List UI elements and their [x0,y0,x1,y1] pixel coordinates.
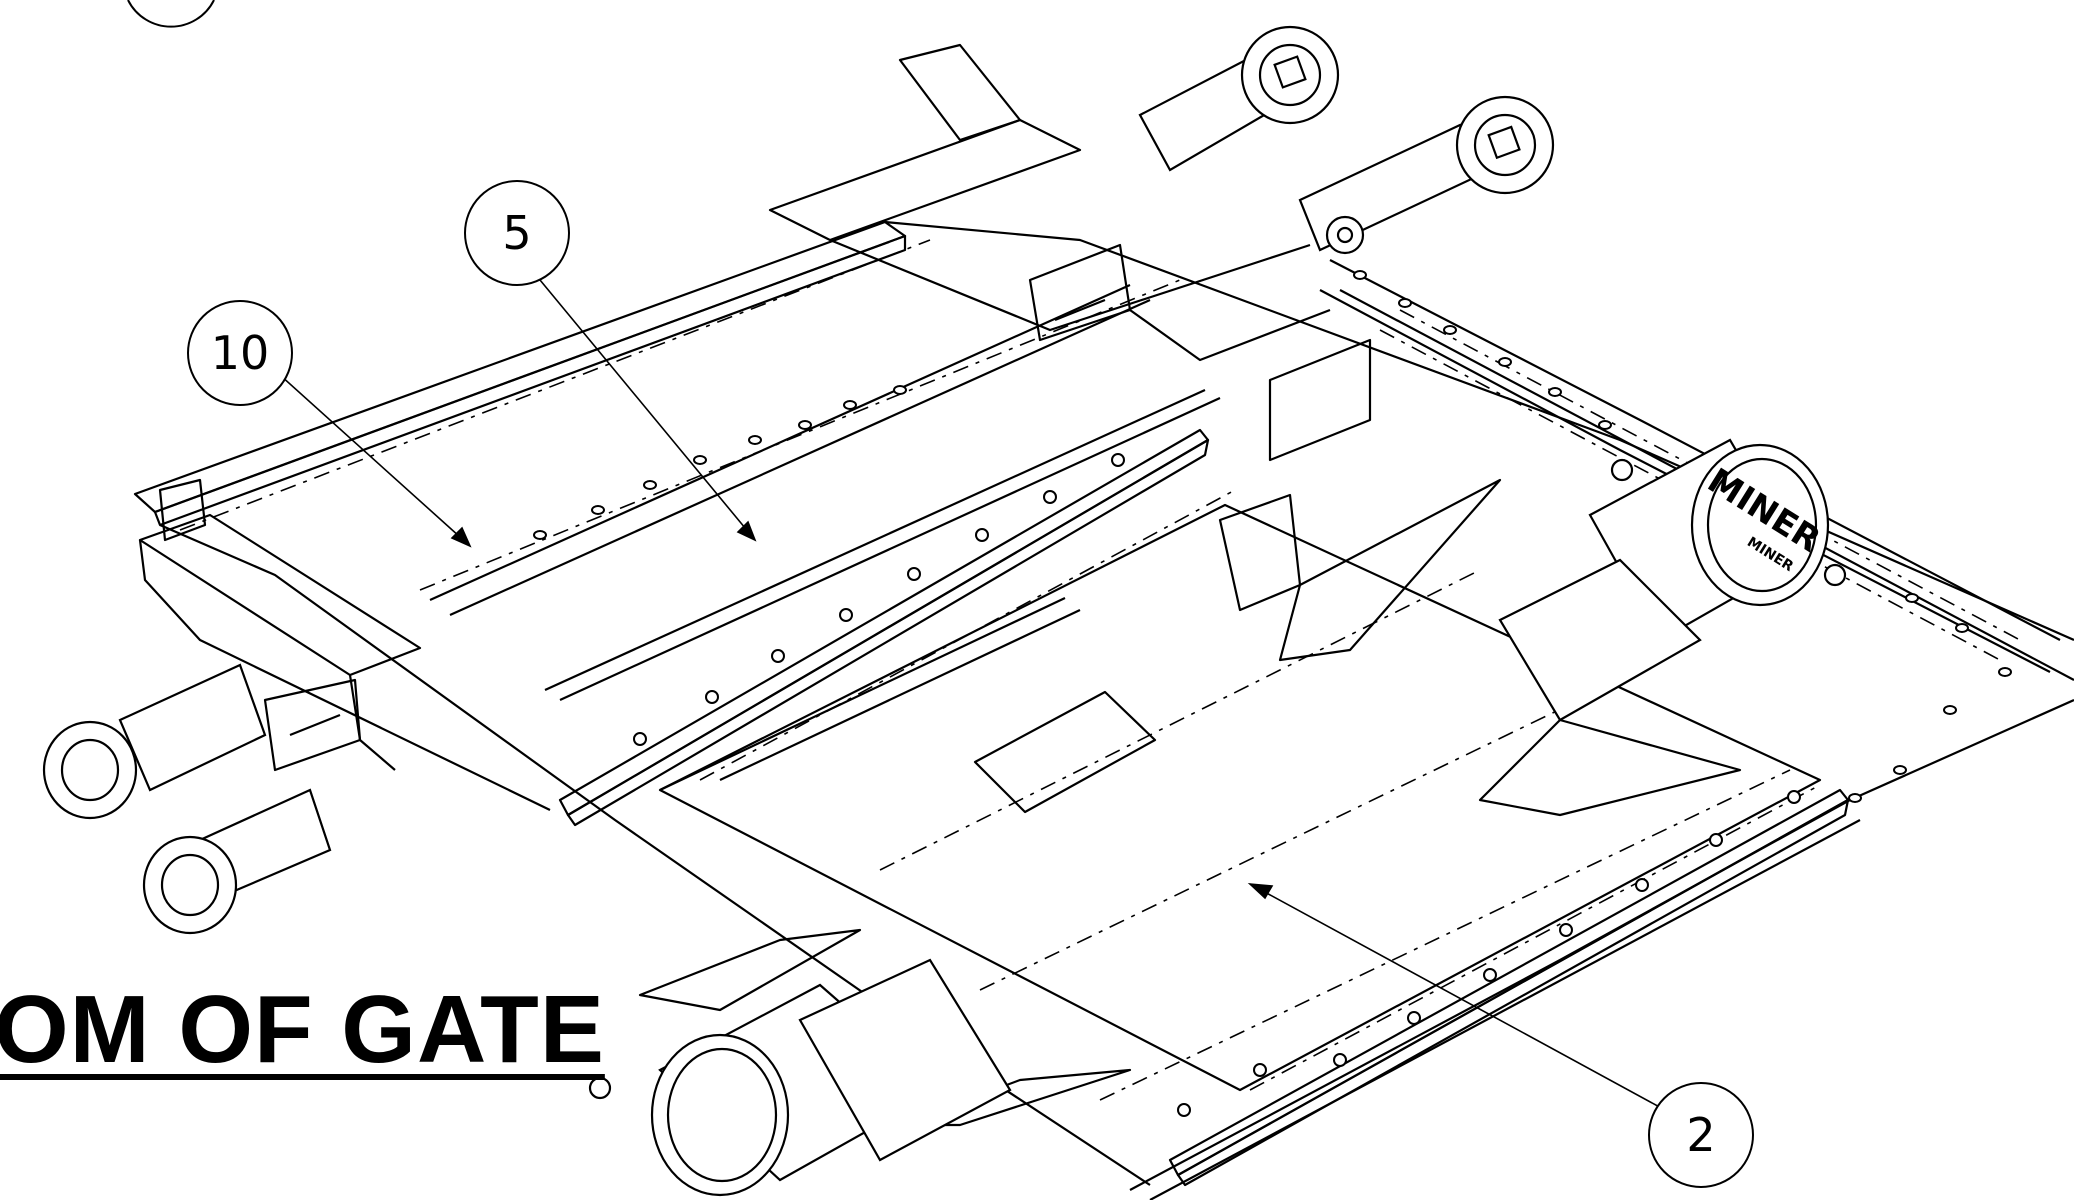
view-caption: OM OF GATE [0,976,605,1083]
svg-text:2: 2 [1686,1108,1715,1162]
balloon-2: 2 [1648,1082,1754,1188]
partial-balloon [127,0,215,28]
balloon-5: 5 [464,180,570,286]
shaft-coupling-left [42,663,332,935]
motor-housing-right [1498,438,1847,722]
gate-frame [133,43,2074,1200]
leader-lines [279,279,1666,1111]
motor-housing-lower [588,958,1012,1197]
svg-text:10: 10 [211,326,270,380]
svg-text:5: 5 [502,206,531,260]
bolts [533,270,2012,1117]
hidden-lines [179,239,2021,1101]
balloon-10: 10 [187,300,293,406]
shaft-coupling-upper [1138,25,1555,255]
